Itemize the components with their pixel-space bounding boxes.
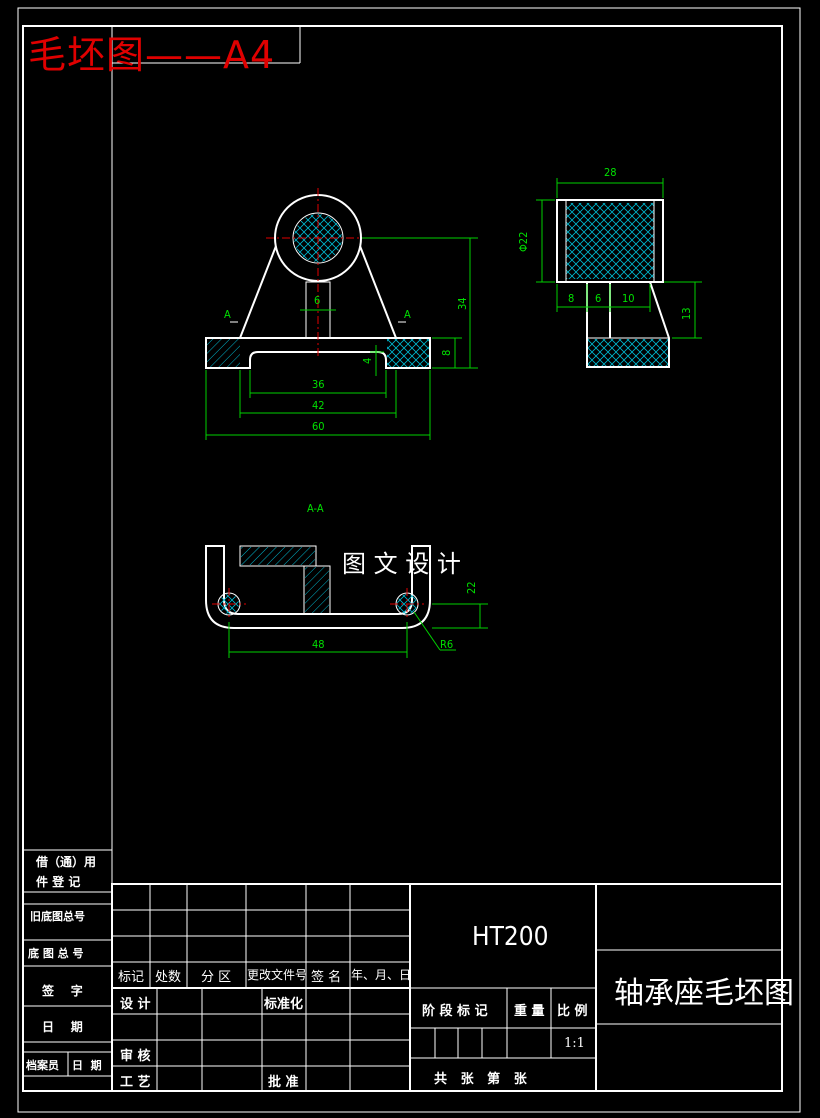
rev-header-zone: 分 区: [201, 970, 232, 985]
dim-28: 28: [604, 166, 617, 179]
dim-4: 4: [361, 358, 374, 364]
outer-frame: [17, 7, 801, 1113]
weight-label: 重 量: [514, 1004, 545, 1019]
left-label-signature: 签 字: [42, 984, 83, 998]
scale-value: 1:1: [564, 1036, 585, 1051]
section-view: [205, 545, 488, 658]
left-label-register: 件 登 记: [36, 875, 81, 889]
left-stamp-column: [23, 849, 112, 1077]
rev-header-date: 年、月、日: [351, 968, 412, 982]
dim-34: 34: [456, 297, 469, 310]
rev-header-doc-no: 更改文件号: [247, 968, 308, 982]
dim-phi22: Φ22: [517, 232, 530, 252]
watermark-text: 图 文 设 计: [342, 550, 461, 578]
dim-42: 42: [312, 399, 325, 412]
section-label: A-A: [307, 502, 324, 515]
left-label-archivist: 档案员: [26, 1059, 59, 1072]
stage-label: 阶 段 标 记: [422, 1004, 488, 1019]
left-label-archive-date: 日 期: [72, 1059, 102, 1072]
title-block-grid: [111, 883, 783, 1092]
signoff-standardization: 标准化: [264, 997, 304, 1012]
dim-13: 13: [680, 307, 693, 320]
signoff-review: 审 核: [120, 1049, 151, 1064]
dim-r6: R6: [440, 638, 453, 651]
dim-10: 10: [622, 292, 635, 305]
dim-22: 22: [465, 581, 478, 594]
side-view: [536, 178, 702, 368]
dim-8: 8: [440, 350, 453, 356]
dim-60: 60: [312, 420, 325, 433]
rev-header-sign: 签 名: [311, 970, 342, 985]
left-label-borrow: 借（通）用: [36, 855, 97, 869]
front-dimensions: [205, 237, 478, 440]
sheets-label: 共 张 第 张: [434, 1072, 527, 1087]
dim-36: 36: [312, 378, 325, 391]
signoff-process: 工 艺: [120, 1075, 151, 1090]
part-name: 轴承座毛坯图: [614, 976, 794, 1011]
rev-header-mark: 标记: [118, 970, 145, 985]
material-code: HT200: [472, 922, 549, 952]
signoff-design: 设 计: [120, 997, 151, 1012]
dim-8-side: 8: [568, 292, 574, 305]
page-title: 毛坯图——A4: [28, 33, 276, 77]
section-mark-right: A: [404, 308, 411, 321]
left-label-date: 日 期: [42, 1020, 83, 1034]
scale-label: 比 例: [557, 1004, 588, 1019]
left-label-old-drawing-no: 旧底图总号: [30, 910, 85, 923]
left-label-base-drawing-no: 底 图 总 号: [28, 947, 84, 960]
dim-48: 48: [312, 638, 325, 651]
rev-header-count: 处数: [155, 970, 182, 985]
dim-6: 6: [314, 294, 320, 307]
signoff-approve: 批 准: [268, 1075, 299, 1090]
front-view: [205, 188, 431, 369]
dim-6-side: 6: [595, 292, 601, 305]
section-mark-left: A: [224, 308, 231, 321]
